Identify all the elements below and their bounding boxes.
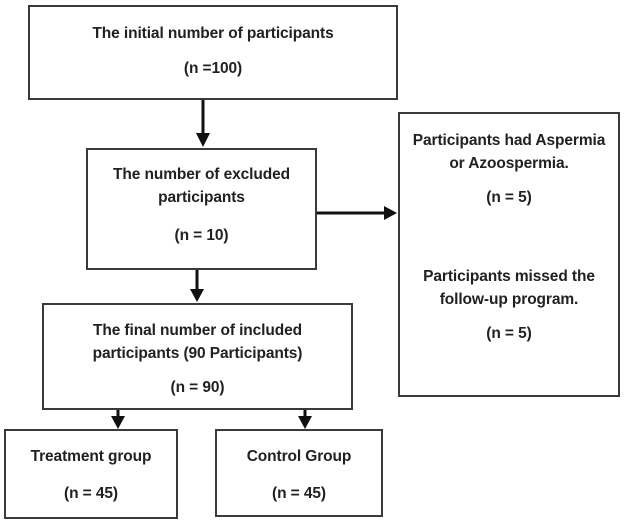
- included-participants-title-line1: The final number of included: [92, 322, 303, 339]
- excluded-participants-title-line2: participants: [158, 189, 245, 206]
- arrow-included-to-treatment: [111, 410, 125, 429]
- treatment-group-count: (n = 45): [64, 485, 118, 502]
- included-participants-title-line2: participants (90 Participants): [92, 345, 303, 362]
- exclusion-reason1-line2: or Azoospermia.: [449, 155, 569, 172]
- box-control-group: Control Group (n = 45): [215, 429, 383, 517]
- exclusion-reason2-line1: Participants missed the: [423, 268, 595, 285]
- included-participants-count: (n = 90): [170, 379, 225, 396]
- box-included-participants: The final number of included participant…: [42, 303, 353, 410]
- box-excluded-participants: The number of excluded participants (n =…: [86, 148, 317, 270]
- box-exclusion-reasons: Participants had Aspermia or Azoospermia…: [398, 112, 620, 397]
- exclusion-reason2-line2: follow-up program.: [439, 291, 579, 308]
- arrow-excluded-to-included: [190, 270, 204, 302]
- exclusion-reason1-count: (n = 5): [486, 189, 532, 206]
- box-initial-participants: The initial number of participants (n =1…: [28, 5, 398, 100]
- excluded-participants-title-line1: The number of excluded: [113, 166, 290, 183]
- exclusion-reason2-count: (n = 5): [486, 325, 532, 342]
- control-group-title: Control Group: [246, 448, 352, 465]
- initial-participants-title: The initial number of participants: [92, 25, 334, 42]
- control-group-count: (n = 45): [272, 485, 326, 502]
- arrow-excluded-to-reasons: [317, 206, 397, 220]
- arrow-included-to-control: [298, 410, 312, 429]
- exclusion-reason1-line1: Participants had Aspermia: [412, 132, 606, 149]
- arrow-initial-to-excluded: [196, 100, 210, 147]
- excluded-participants-count: (n = 10): [174, 227, 229, 244]
- treatment-group-title: Treatment group: [30, 448, 152, 465]
- box-treatment-group: Treatment group (n = 45): [4, 429, 178, 519]
- initial-participants-count: (n =100): [183, 60, 243, 77]
